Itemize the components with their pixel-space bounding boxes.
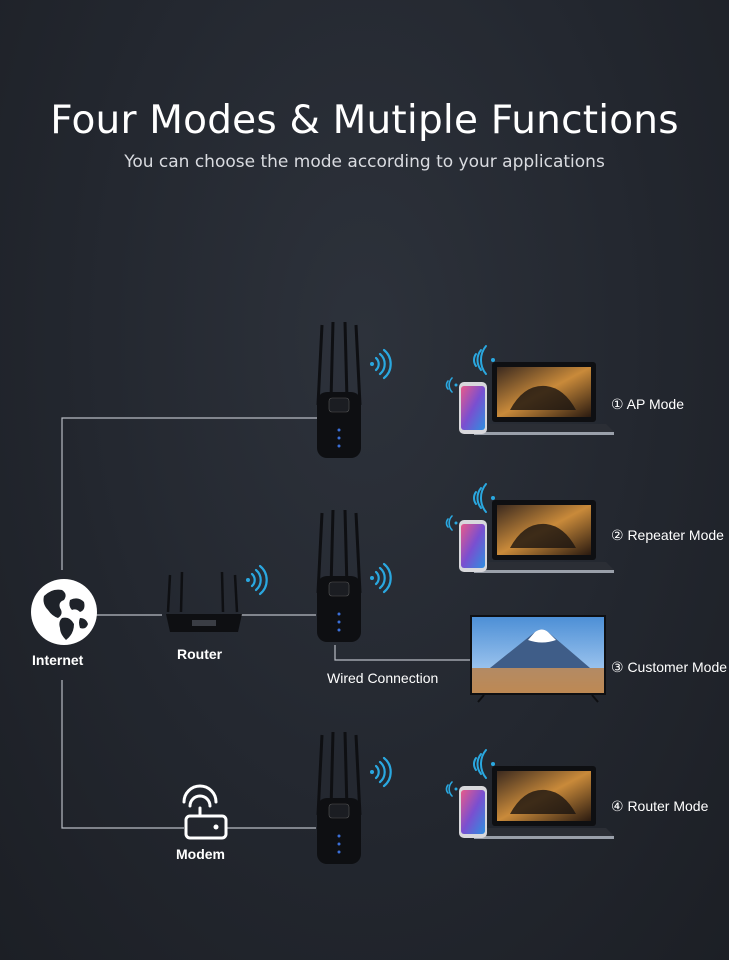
laptop-icon <box>474 766 614 839</box>
phone-icon <box>459 520 487 572</box>
router-label: Router <box>177 646 223 662</box>
phone-icon <box>459 786 487 838</box>
wifi-signal-icon <box>473 345 495 375</box>
wifi-signal-icon <box>370 348 392 380</box>
modem-label: Modem <box>176 846 225 862</box>
wifi-signal-icon <box>445 781 458 797</box>
line-internet-to-ap <box>61 417 320 570</box>
wifi-signal-icon <box>370 756 392 788</box>
mode-label-customer: ③ Customer Mode <box>611 659 728 675</box>
mode-label-ap: ① AP Mode <box>611 396 685 412</box>
phone-icon <box>459 382 487 434</box>
router-icon <box>166 571 242 632</box>
client-group-repeater <box>445 483 614 573</box>
laptop-icon <box>474 362 614 435</box>
wifi-signal-icon <box>445 377 458 393</box>
tv-icon <box>470 615 606 703</box>
client-group-router <box>445 749 614 839</box>
mode-label-repeater: ② Repeater Mode <box>611 527 724 543</box>
modem-icon <box>182 784 228 840</box>
client-group-ap <box>445 345 614 435</box>
wifi-signal-icon <box>246 564 268 596</box>
wired-connection-label: Wired Connection <box>327 670 439 686</box>
repeater-icon <box>316 321 362 458</box>
laptop-icon <box>474 500 614 573</box>
page-subtitle: You can choose the mode according to you… <box>124 152 605 172</box>
wifi-signal-icon <box>370 562 392 594</box>
wifi-signal-icon <box>473 749 495 779</box>
line-internet-to-modem <box>61 680 184 829</box>
globe-icon <box>31 579 97 645</box>
internet-label: Internet <box>32 652 84 668</box>
connection-lines <box>61 417 470 829</box>
page-title: Four Modes & Mutiple Functions <box>50 98 679 143</box>
repeater-icon <box>316 509 362 642</box>
wifi-signal-icon <box>473 483 495 513</box>
mode-label-router: ④ Router Mode <box>611 798 709 814</box>
repeater-icon <box>316 731 362 864</box>
wifi-signal-icon <box>445 515 458 531</box>
line-wired-to-tv <box>334 645 470 661</box>
